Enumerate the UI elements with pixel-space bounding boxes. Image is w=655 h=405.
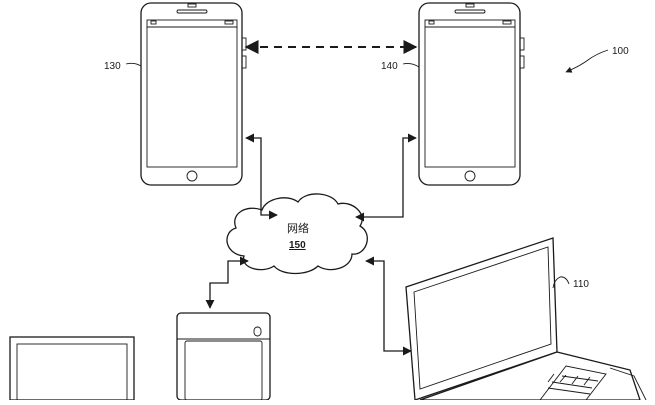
connector-network-server <box>205 256 249 309</box>
ref-label-130: 130 <box>104 61 121 72</box>
smartphone-140 <box>418 2 525 186</box>
network-ref-label: 150 <box>289 240 306 251</box>
ref-label-140: 140 <box>381 61 398 72</box>
ref-label-110: 110 <box>573 279 589 290</box>
leader-line-100 <box>565 49 609 73</box>
ref-label-100: 100 <box>612 46 629 57</box>
connector-phone130-network <box>245 133 278 220</box>
connector-phone140-network <box>355 133 417 222</box>
leader-line-140 <box>402 62 420 68</box>
leader-line-130 <box>125 62 142 67</box>
connector-network-laptop <box>365 256 412 356</box>
laptop-110 <box>405 237 647 401</box>
leader-line-110 <box>552 276 570 289</box>
server-tower <box>176 312 271 401</box>
network-label: 网络 <box>287 221 309 235</box>
smartphone-130 <box>140 2 247 186</box>
desktop-monitor <box>9 336 135 401</box>
